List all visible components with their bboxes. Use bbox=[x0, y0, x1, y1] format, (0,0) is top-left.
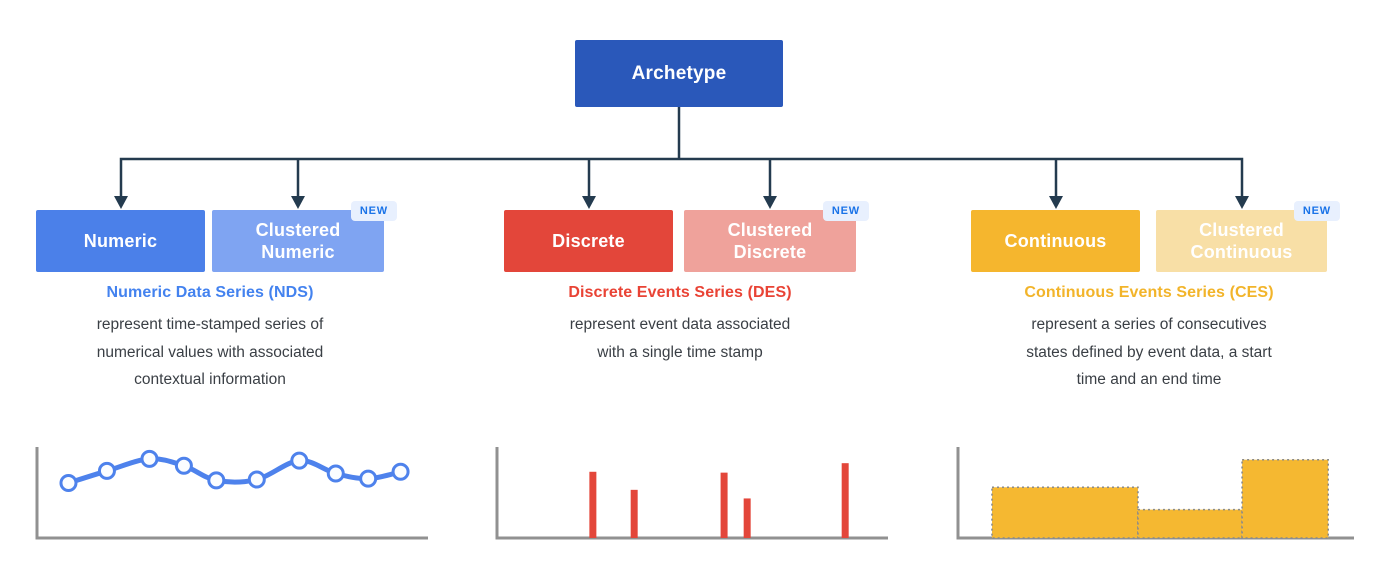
new-badge: NEW bbox=[822, 201, 869, 221]
node-continuous-label: Continuous bbox=[1004, 231, 1107, 251]
ces-heading: Continuous Events Series (CES) bbox=[1024, 284, 1274, 301]
node-archetype-label: Archetype bbox=[631, 62, 727, 84]
node-clustered-continuous-label: Clustered Continuous bbox=[1190, 220, 1293, 262]
ces-description: represent a series of consecutives state… bbox=[1026, 316, 1272, 388]
arrowhead-discrete bbox=[582, 196, 596, 209]
node-numeric-label: Numeric bbox=[83, 231, 158, 251]
nds-description-block: Numeric Data Series (NDS) represent time… bbox=[20, 284, 400, 394]
arrowhead-clustered-discrete bbox=[763, 196, 777, 209]
arrowhead-clustered-numeric bbox=[291, 196, 305, 209]
new-badge: NEW bbox=[1293, 201, 1340, 221]
des-heading: Discrete Events Series (DES) bbox=[568, 284, 792, 301]
node-continuous: Continuous bbox=[971, 210, 1140, 272]
node-clustered-discrete-label: Clustered Discrete bbox=[727, 220, 813, 262]
node-archetype: Archetype bbox=[575, 40, 783, 107]
arrowhead-continuous bbox=[1049, 196, 1063, 209]
ces-description-block: Continuous Events Series (CES) represent… bbox=[959, 284, 1339, 394]
node-clustered-numeric-label: Clustered Numeric bbox=[255, 220, 341, 262]
des-spikes-chart bbox=[495, 447, 888, 540]
node-numeric: Numeric bbox=[36, 210, 205, 272]
node-clustered-numeric: Clustered Numeric NEW bbox=[212, 201, 397, 272]
new-badge: NEW bbox=[350, 201, 397, 221]
node-discrete-label: Discrete bbox=[552, 231, 625, 251]
ces-states-chart bbox=[956, 447, 1354, 540]
node-clustered-discrete: Clustered Discrete NEW bbox=[684, 201, 869, 272]
arrowhead-clustered-continuous bbox=[1235, 196, 1249, 209]
nds-description: represent time-stamped series of numeric… bbox=[96, 316, 324, 388]
arrowhead-numeric bbox=[114, 196, 128, 209]
nds-heading: Numeric Data Series (NDS) bbox=[106, 284, 314, 301]
node-clustered-continuous: Clustered Continuous NEW bbox=[1156, 201, 1340, 272]
node-discrete: Discrete bbox=[504, 210, 673, 272]
des-description-block: Discrete Events Series (DES) represent e… bbox=[490, 284, 870, 366]
des-description: represent event data associated with a s… bbox=[569, 316, 791, 361]
nds-line-chart bbox=[35, 447, 428, 540]
